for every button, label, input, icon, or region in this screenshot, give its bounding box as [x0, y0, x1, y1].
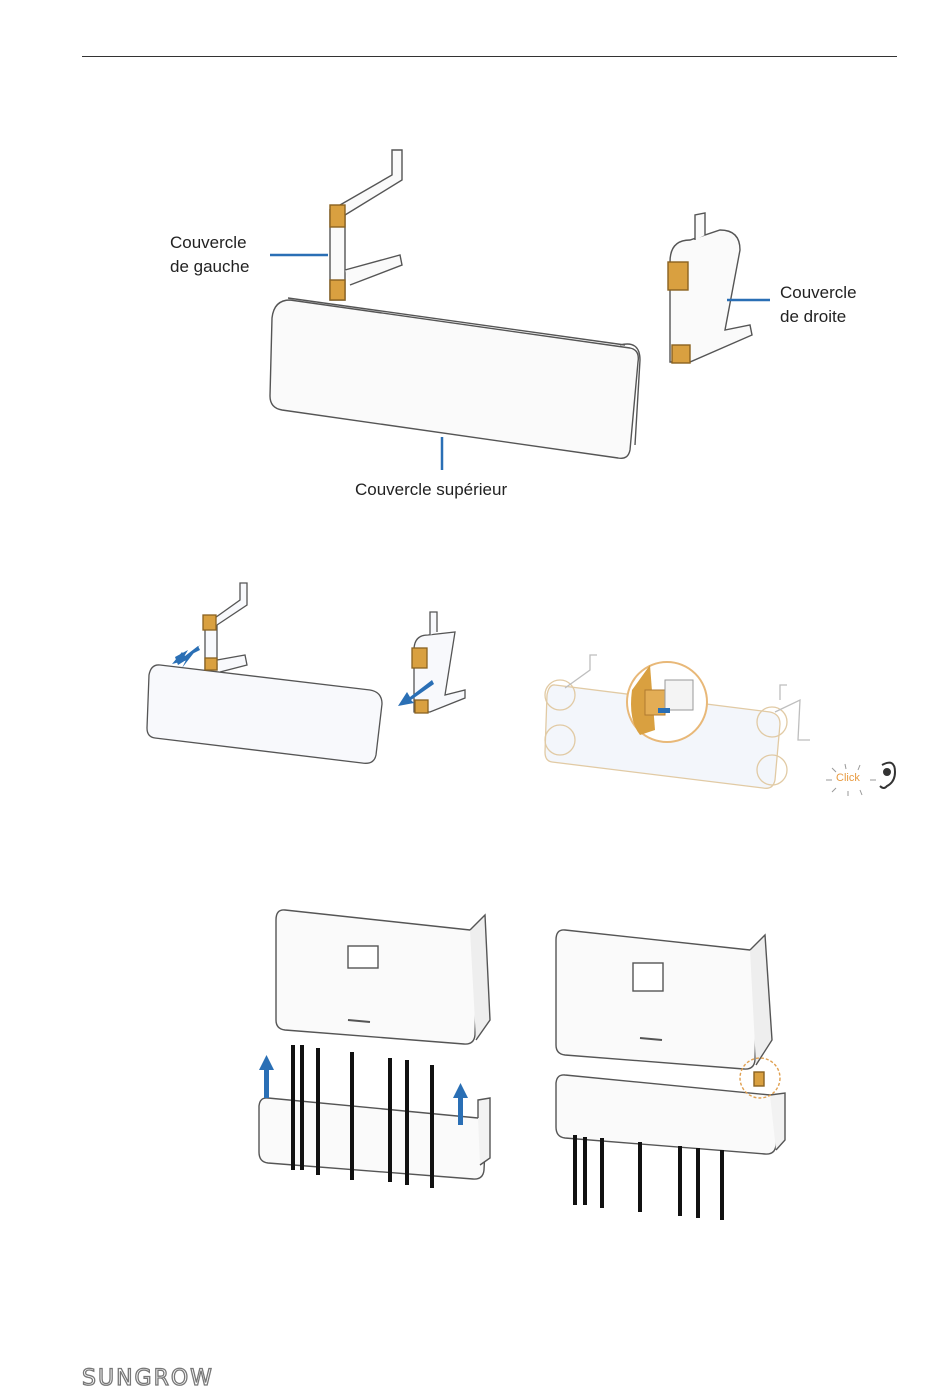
label-left-cover: Couvercle de gauche [170, 231, 249, 279]
label-left-cover-line1: Couvercle [170, 233, 247, 252]
sungrow-logo: SUNGROW [81, 1365, 214, 1391]
figure-3-inverter-left [258, 909, 491, 1180]
label-right-cover: Couvercle de droite [780, 281, 857, 329]
zoom-circle [626, 661, 708, 743]
cables-right [573, 1135, 724, 1220]
click-burst-icon [826, 763, 876, 796]
up-arrows [259, 1055, 468, 1125]
figure-2-attach-covers [146, 582, 466, 764]
figure-3-inverter-right [555, 929, 786, 1155]
label-right-cover-line1: Couvercle [780, 283, 857, 302]
header-rule [82, 56, 897, 57]
click-label: Click [836, 772, 860, 784]
callout-lines [270, 253, 770, 470]
label-left-cover-line2: de gauche [170, 257, 250, 276]
figure-1-cover-parts [269, 149, 753, 460]
cables-left [291, 1045, 434, 1188]
ear-icon [879, 761, 897, 789]
figure-2-arrows [172, 645, 434, 706]
label-right-cover-line2: de droite [780, 307, 847, 326]
label-top-cover: Couvercle supérieur [355, 480, 508, 499]
